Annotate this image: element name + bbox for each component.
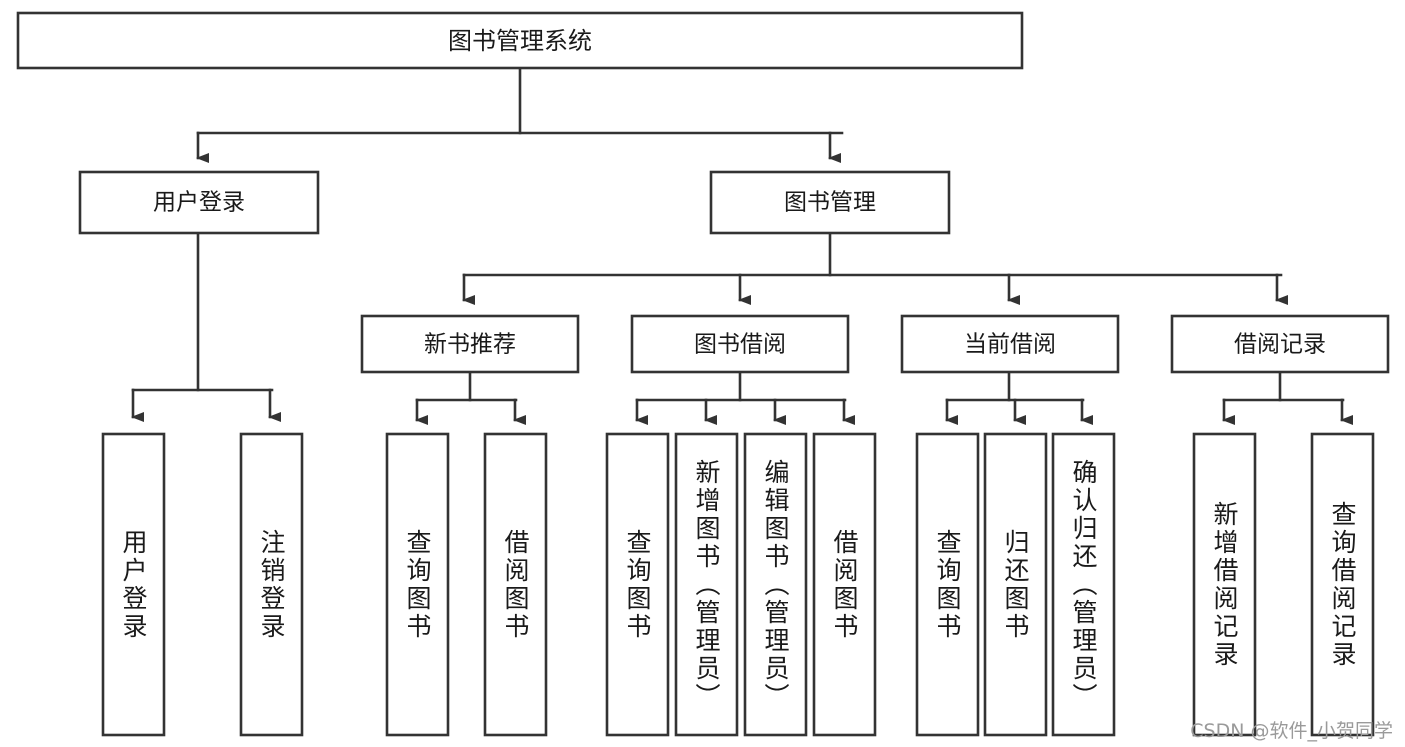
leaf-box-new-book-1[interactable] <box>483 432 548 737</box>
connector-userlogin-to-leaves <box>131 231 281 422</box>
node-user-login[interactable]: 用户登录 <box>78 170 320 235</box>
leaf-box-borrow-record-0[interactable] <box>1192 432 1257 737</box>
connector-borrowrecord-to-leaves <box>1222 370 1353 425</box>
node-root-system[interactable]: 图书管理系统 <box>16 11 1024 70</box>
leaf-box-user-login-1[interactable] <box>239 432 304 737</box>
connector-bookmgmt-to-level3 <box>462 231 1288 305</box>
leaf-box-book-borrow-2[interactable] <box>743 432 808 737</box>
node-book-management[interactable]: 图书管理 <box>709 170 951 235</box>
node-current-borrow-label: 当前借阅 <box>964 332 1056 358</box>
leaf-box-borrow-record-1[interactable] <box>1310 432 1375 737</box>
node-user-login-label: 用户登录 <box>153 190 245 216</box>
leaf-box-book-borrow-1[interactable] <box>674 432 739 737</box>
connector-root-to-level2 <box>196 66 844 163</box>
leaf-box-current-borrow-2[interactable] <box>1051 432 1116 737</box>
node-book-borrow[interactable]: 图书借阅 <box>630 314 850 374</box>
leaf-box-book-borrow-3[interactable] <box>812 432 877 737</box>
connector-newbook-to-leaves <box>415 370 526 425</box>
leaf-box-book-borrow-0[interactable] <box>605 432 670 737</box>
node-borrow-record[interactable]: 借阅记录 <box>1170 314 1390 374</box>
leaf-box-new-book-0[interactable] <box>385 432 450 737</box>
node-book-borrow-label: 图书借阅 <box>694 332 786 358</box>
node-borrow-record-label: 借阅记录 <box>1234 332 1326 358</box>
leaf-box-current-borrow-1[interactable] <box>983 432 1048 737</box>
node-root-system-label: 图书管理系统 <box>448 27 592 55</box>
node-book-management-label: 图书管理 <box>784 190 876 216</box>
connector-currentborrow-to-leaves <box>945 370 1093 425</box>
node-new-book-recommend[interactable]: 新书推荐 <box>360 314 580 374</box>
connector-bookborrow-to-leaves <box>635 370 855 425</box>
node-new-book-recommend-label: 新书推荐 <box>424 332 516 358</box>
leaf-box-user-login-0[interactable] <box>101 432 166 737</box>
leaf-box-current-borrow-0[interactable] <box>915 432 980 737</box>
node-current-borrow[interactable]: 当前借阅 <box>900 314 1120 374</box>
